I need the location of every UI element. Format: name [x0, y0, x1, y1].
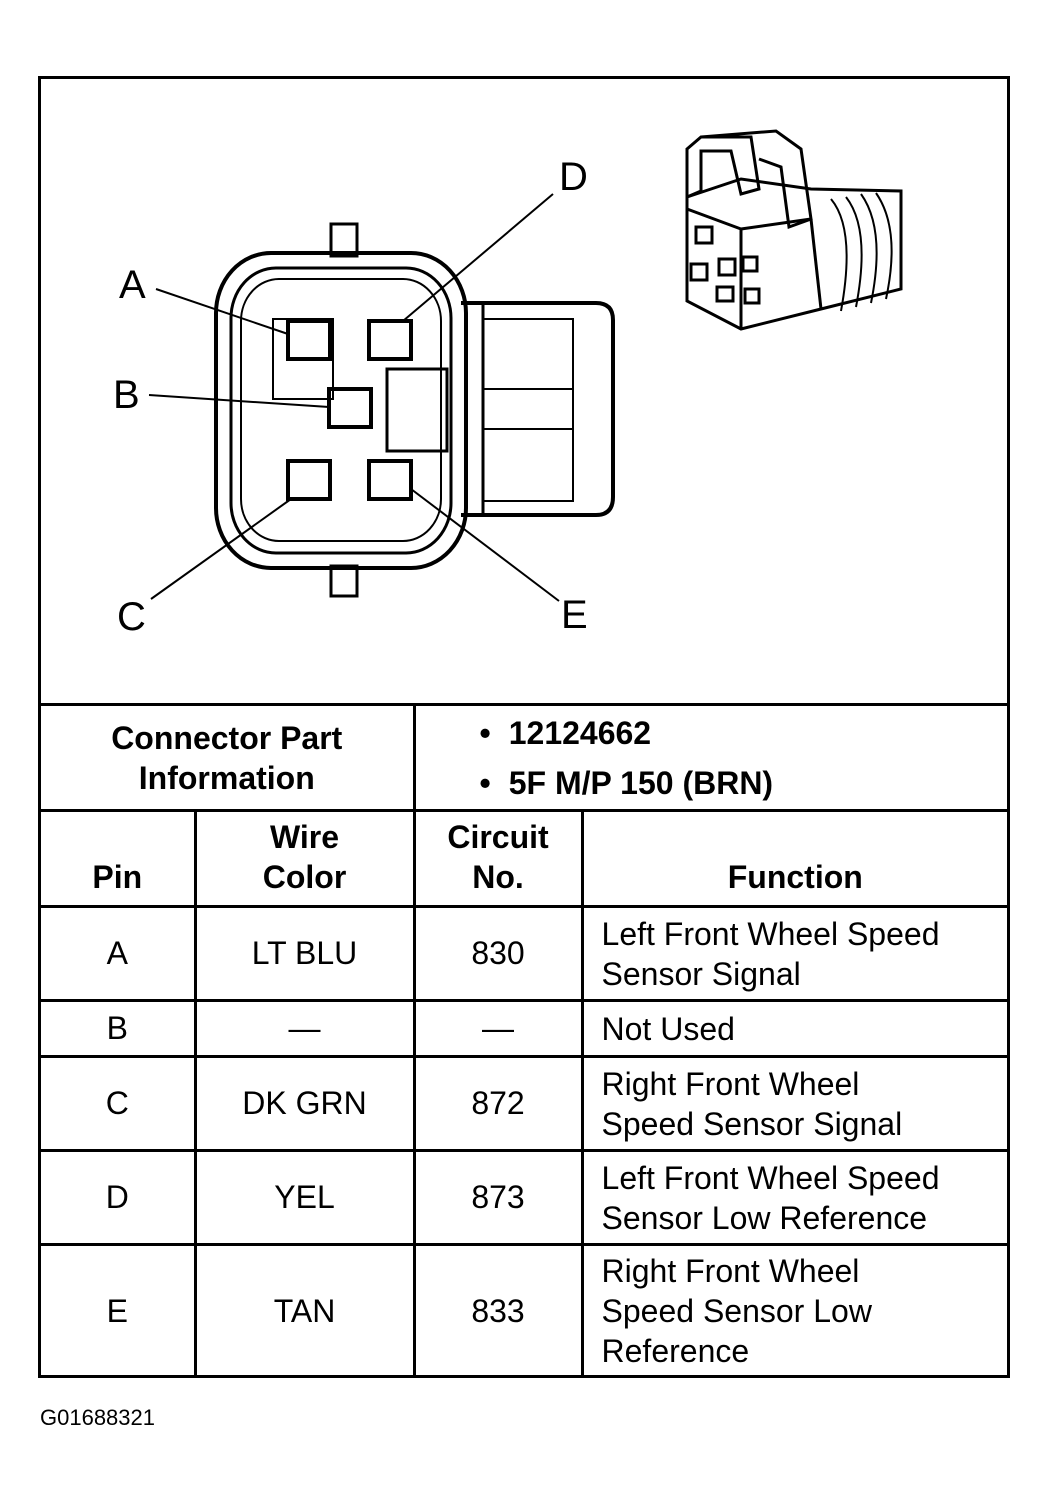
leader-line-e — [410, 488, 560, 602]
connector-body-outer — [214, 251, 468, 570]
pin-a-cavity — [286, 319, 332, 361]
leader-line-a — [155, 288, 289, 335]
top-lock-tab — [329, 222, 359, 258]
connector-part-number: 12124662 — [480, 708, 1008, 758]
pin-cell: C — [41, 1055, 197, 1152]
connector-figure-frame: A B C D E Connector Part Information 121… — [38, 76, 1010, 1378]
function-cell: Left Front Wheel Speed Sensor Signal — [580, 905, 1008, 1002]
header-circuit-no: Circuit No. — [412, 809, 584, 908]
circuit-cell: 833 — [412, 1243, 584, 1377]
wire-color-cell: LT BLU — [193, 905, 416, 1002]
pin-d-cavity — [367, 319, 413, 361]
pin-cell: B — [41, 999, 197, 1058]
connector-seal — [240, 278, 442, 542]
function-cell: Right Front Wheel Speed Sensor Low Refer… — [580, 1243, 1008, 1377]
table-row: C DK GRN 872 Right Front Wheel Speed Sen… — [41, 1055, 1008, 1152]
key-slot — [385, 367, 449, 453]
circuit-cell: 873 — [412, 1149, 584, 1246]
latch-slot — [482, 318, 574, 502]
wire-color-cell: DK GRN — [193, 1055, 416, 1152]
connector-face-drawing — [148, 129, 903, 602]
connector-diagram: A B C D E — [41, 79, 1007, 705]
pin-cell: A — [41, 905, 197, 1002]
leader-line-b — [148, 394, 330, 408]
pin-label-c: C — [117, 595, 146, 639]
function-cell: Not Used — [580, 999, 1008, 1058]
circuit-cell: — — [412, 999, 584, 1058]
connector-part-info-values: 12124662 5F M/P 150 (BRN) — [412, 703, 1008, 812]
connector-body-inner — [229, 266, 453, 555]
pin-c-cavity — [286, 459, 332, 501]
header-wire-color: Wire Color — [193, 809, 416, 908]
header-function: Function — [580, 809, 1008, 908]
latch-housing — [461, 301, 615, 517]
pin-e-cavity — [367, 459, 413, 501]
circuit-cell: 872 — [412, 1055, 584, 1152]
function-cell: Left Front Wheel Speed Sensor Low Refere… — [580, 1149, 1008, 1246]
connector-info-row: Connector Part Information 12124662 5F M… — [41, 703, 1008, 812]
connector-pinout-table: Connector Part Information 12124662 5F M… — [41, 703, 1008, 1377]
wire-color-cell: — — [193, 999, 416, 1058]
pin-label-e: E — [561, 593, 588, 637]
pin-cell: D — [41, 1149, 197, 1246]
leader-line-c — [150, 498, 292, 600]
wire-color-cell: YEL — [193, 1149, 416, 1246]
circuit-cell: 830 — [412, 905, 584, 1002]
wire-color-cell: TAN — [193, 1243, 416, 1377]
latch-notch — [483, 388, 574, 430]
connector-part-info-label: Connector Part Information — [41, 703, 416, 812]
connector-description: 5F M/P 150 (BRN) — [480, 758, 1008, 808]
connector-perspective-icon — [685, 129, 903, 331]
table-row: A LT BLU 830 Left Front Wheel Speed Sens… — [41, 905, 1008, 1002]
table-header-row: Pin Wire Color Circuit No. Function — [41, 809, 1008, 908]
header-pin: Pin — [41, 809, 197, 908]
pin-cell: E — [41, 1243, 197, 1377]
table-row: D YEL 873 Left Front Wheel Speed Sensor … — [41, 1149, 1008, 1246]
pin-label-d: D — [559, 155, 588, 199]
pin-label-b: B — [113, 373, 140, 417]
table-row: E TAN 833 Right Front Wheel Speed Sensor… — [41, 1243, 1008, 1377]
figure-code: G01688321 — [40, 1405, 155, 1430]
leader-line-d — [402, 193, 554, 322]
table-row: B — — Not Used — [41, 999, 1008, 1058]
function-cell: Right Front Wheel Speed Sensor Signal — [580, 1055, 1008, 1152]
pin-b-cavity — [327, 387, 373, 429]
bottom-lock-tab — [329, 564, 359, 598]
pin-label-a: A — [119, 263, 146, 307]
